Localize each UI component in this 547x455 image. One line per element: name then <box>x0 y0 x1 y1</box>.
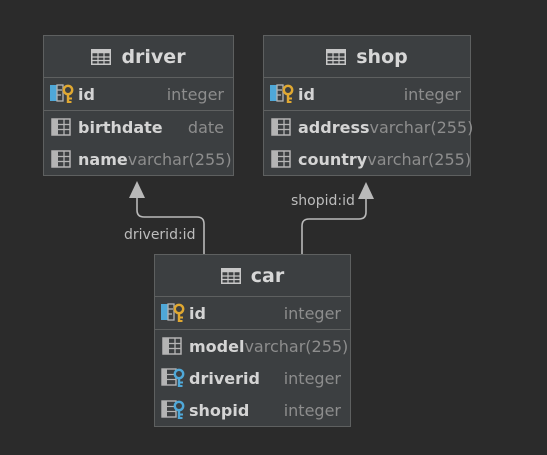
column-name: birthdate <box>78 117 163 137</box>
column-name: id <box>298 84 315 104</box>
table-header-car: car <box>155 255 350 297</box>
table-icon <box>326 48 347 65</box>
column-icon <box>160 335 186 357</box>
primary-key-icon <box>160 302 186 324</box>
column-type: varchar(255) <box>127 149 232 169</box>
column-name: address <box>298 117 370 137</box>
relation-label-car-shop: shopid:id <box>289 193 357 209</box>
primary-key-section: id integer <box>44 78 233 111</box>
column-name: name <box>78 149 128 169</box>
foreign-key-icon <box>160 367 186 389</box>
primary-key-icon <box>49 83 75 105</box>
column-type: varchar(255) <box>244 336 349 356</box>
column-type: integer <box>283 368 341 388</box>
column-type: integer <box>166 84 224 104</box>
relation-line-car-shop <box>301 198 367 255</box>
column-type: integer <box>283 400 341 420</box>
column-icon <box>269 116 295 138</box>
table-icon <box>220 267 241 284</box>
column-row[interactable]: shopid integer <box>155 394 350 426</box>
column-name: id <box>78 84 95 104</box>
column-type: varchar(255) <box>367 149 472 169</box>
column-row[interactable]: id integer <box>155 297 350 329</box>
column-row[interactable]: driverid integer <box>155 362 350 394</box>
column-name: shopid <box>189 400 250 420</box>
table-header-shop: shop <box>264 36 470 78</box>
column-row[interactable]: birthdate date <box>44 111 233 143</box>
table-header-driver: driver <box>44 36 233 78</box>
column-type: integer <box>283 303 341 323</box>
relation-line-car-driver <box>136 196 205 255</box>
primary-key-section: id integer <box>264 78 470 111</box>
column-type: varchar(255) <box>369 117 474 137</box>
column-name: driverid <box>189 368 260 388</box>
column-type: date <box>187 117 224 137</box>
foreign-key-icon <box>160 399 186 421</box>
primary-key-section: id integer <box>155 297 350 330</box>
relation-label-car-driver: driverid:id <box>122 227 198 243</box>
column-row[interactable]: id integer <box>264 78 470 110</box>
table-title: driver <box>121 45 186 68</box>
column-type: integer <box>403 84 461 104</box>
column-icon <box>49 116 75 138</box>
table-title: car <box>250 264 285 287</box>
column-icon <box>269 148 295 170</box>
arrowhead-driver <box>129 181 145 198</box>
column-name: country <box>298 149 368 169</box>
primary-key-icon <box>269 83 295 105</box>
column-row[interactable]: id integer <box>44 78 233 110</box>
column-name: model <box>189 336 245 356</box>
arrowhead-shop <box>358 182 374 199</box>
table-title: shop <box>356 45 408 68</box>
table-icon <box>91 48 112 65</box>
column-name: id <box>189 303 206 323</box>
column-icon <box>49 148 75 170</box>
